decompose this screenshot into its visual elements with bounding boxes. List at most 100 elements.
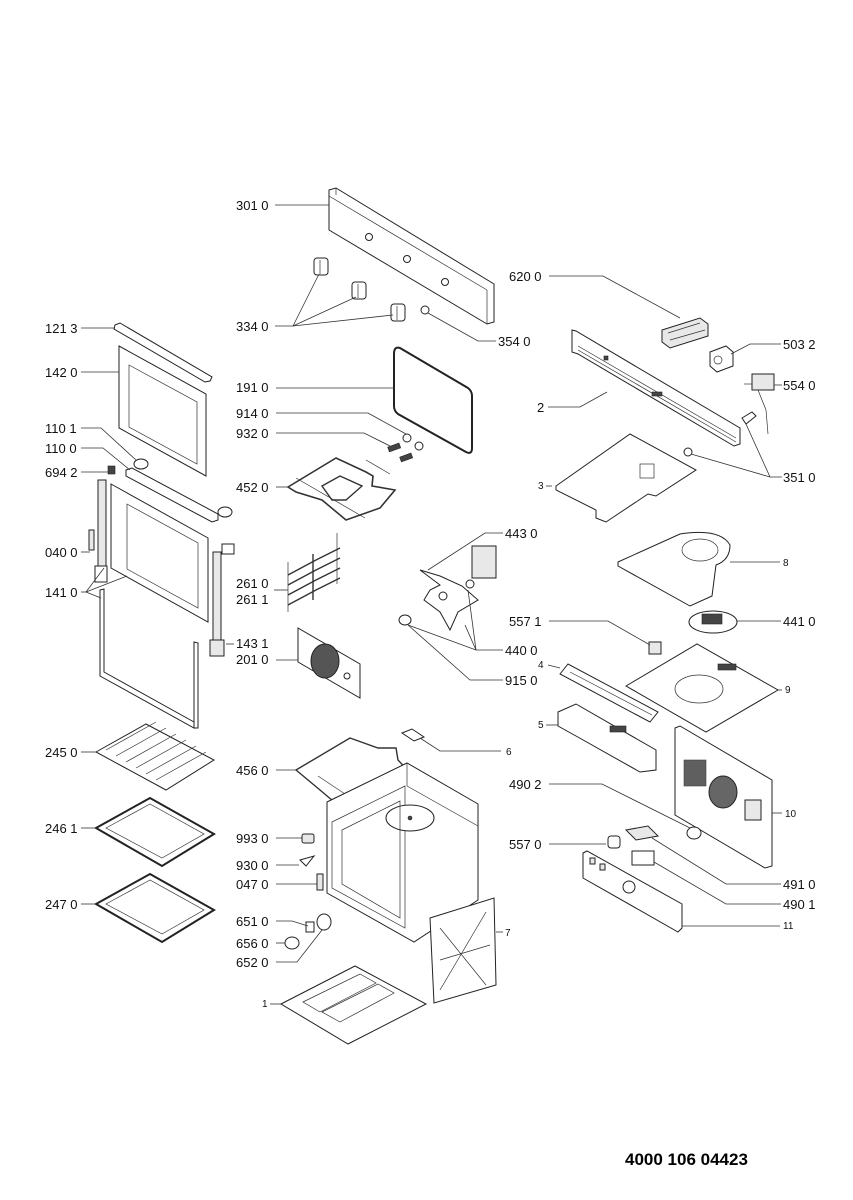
label-201-0: 201 0 [236, 652, 269, 667]
label-620-0: 620 0 [509, 269, 542, 284]
door-switch-part[interactable] [607, 835, 621, 849]
switch-part[interactable] [648, 641, 662, 655]
timer-part[interactable] [709, 345, 734, 373]
outer-glass-part[interactable] [118, 345, 207, 477]
back-cover-part[interactable] [429, 897, 497, 1004]
thermostat-part[interactable] [744, 373, 775, 435]
grill-bushings-part[interactable] [387, 433, 424, 463]
label-930-0: 930 0 [236, 858, 269, 873]
lamp-part[interactable] [301, 833, 315, 844]
label-503-2: 503 2 [783, 337, 816, 352]
air-duct-part[interactable] [559, 663, 659, 723]
label-143-1: 143 1 [236, 636, 269, 651]
label-191-0: 191 0 [236, 380, 269, 395]
label-141-0: 141 0 [45, 585, 78, 600]
label-246-1: 246 1 [45, 821, 78, 836]
ring-part[interactable] [420, 305, 430, 315]
lamp-bulb-part[interactable] [305, 921, 315, 933]
label-261-1: 261 1 [236, 592, 269, 607]
oven-cavity-part[interactable] [326, 762, 479, 943]
label-301-0: 301 0 [236, 198, 269, 213]
lamp-holder-ring-part[interactable] [316, 913, 332, 931]
label-456-0: 456 0 [236, 763, 269, 778]
fan-blade-part[interactable] [419, 569, 479, 632]
label-914-0: 914 0 [236, 406, 269, 421]
label-334-0: 334 0 [236, 319, 269, 334]
label-694-2: 694 2 [45, 465, 78, 480]
lamp-holder-part[interactable] [683, 411, 757, 457]
label-9: 9 [785, 685, 791, 696]
control-board-part[interactable] [582, 850, 683, 933]
label-491-0: 491 0 [783, 877, 816, 892]
connector-part[interactable] [631, 850, 655, 866]
fan-nut-part[interactable] [398, 614, 412, 626]
label-993-0: 993 0 [236, 831, 269, 846]
label-443-0: 443 0 [505, 526, 538, 541]
wire-shelf-part[interactable] [94, 721, 216, 791]
cooling-fan-part[interactable] [688, 610, 738, 634]
side-bracket-part[interactable] [557, 703, 657, 773]
label-554-0: 554 0 [783, 378, 816, 393]
label-247-0: 247 0 [45, 897, 78, 912]
label-261-0: 261 0 [236, 576, 269, 591]
grill-element-part[interactable] [286, 457, 397, 521]
hinge-cap-part[interactable] [133, 458, 149, 470]
label-4: 4 [538, 660, 544, 671]
label-8: 8 [783, 558, 789, 569]
side-rack-part[interactable] [287, 533, 341, 612]
label-557-0: 557 0 [509, 837, 542, 852]
label-2: 2 [537, 400, 544, 415]
label-040-0: 040 0 [45, 545, 78, 560]
label-121-3: 121 3 [45, 321, 78, 336]
top-cover-part[interactable] [555, 433, 697, 523]
lamp-cover-part[interactable] [284, 936, 300, 950]
hinge-part[interactable] [209, 639, 225, 657]
hinge-receiver-part[interactable] [316, 873, 324, 891]
door-top-profile-part[interactable] [113, 322, 213, 383]
label-441-0: 441 0 [783, 614, 816, 629]
label-10: 10 [785, 809, 797, 820]
bottom-plate-part[interactable] [279, 965, 428, 1045]
label-6: 6 [506, 747, 512, 758]
label-656-0: 656 0 [236, 936, 269, 951]
label-651-0: 651 0 [236, 914, 269, 929]
knob-insert-part[interactable] [686, 826, 702, 840]
baking-tray-part[interactable] [93, 796, 216, 868]
terminal-block-part[interactable] [624, 825, 660, 841]
control-bracket-part[interactable] [571, 329, 741, 447]
door-bottom-profile-part[interactable] [125, 467, 233, 523]
label-047-0: 047 0 [236, 877, 269, 892]
label-915-0: 915 0 [505, 673, 538, 688]
label-490-2: 490 2 [509, 777, 542, 792]
label-11: 11 [783, 921, 794, 932]
inner-glass-part[interactable] [99, 588, 199, 729]
door-gasket-part[interactable] [393, 346, 473, 454]
label-7: 7 [505, 928, 511, 939]
rear-panel-part[interactable] [674, 725, 773, 869]
label-142-0: 142 0 [45, 365, 78, 380]
label-1: 1 [262, 999, 268, 1010]
clip-spring-part[interactable] [299, 855, 316, 867]
label-354-0: 354 0 [498, 334, 531, 349]
label-245-0: 245 0 [45, 745, 78, 760]
knob-parts[interactable] [313, 257, 406, 322]
fan-cover-part[interactable] [297, 627, 361, 699]
inner-door-part[interactable] [88, 479, 235, 645]
fan-housing-part[interactable] [617, 531, 731, 607]
bracket-part[interactable] [400, 728, 426, 742]
fan-motor-part[interactable] [465, 545, 497, 589]
label-110-0: 110 0 [45, 441, 77, 456]
label-652-0: 652 0 [236, 955, 269, 970]
control-panel-part[interactable] [328, 187, 495, 325]
label-557-1: 557 1 [509, 614, 542, 629]
label-3: 3 [538, 481, 544, 492]
selector-switch-part[interactable] [661, 317, 709, 349]
label-440-0: 440 0 [505, 643, 538, 658]
label-110-1: 110 1 [45, 421, 77, 436]
document-number: 4000 106 04423 [625, 1150, 748, 1169]
label-351-0: 351 0 [783, 470, 816, 485]
label-932-0: 932 0 [236, 426, 269, 441]
drip-pan-part[interactable] [93, 872, 216, 944]
clip-part[interactable] [107, 465, 116, 475]
